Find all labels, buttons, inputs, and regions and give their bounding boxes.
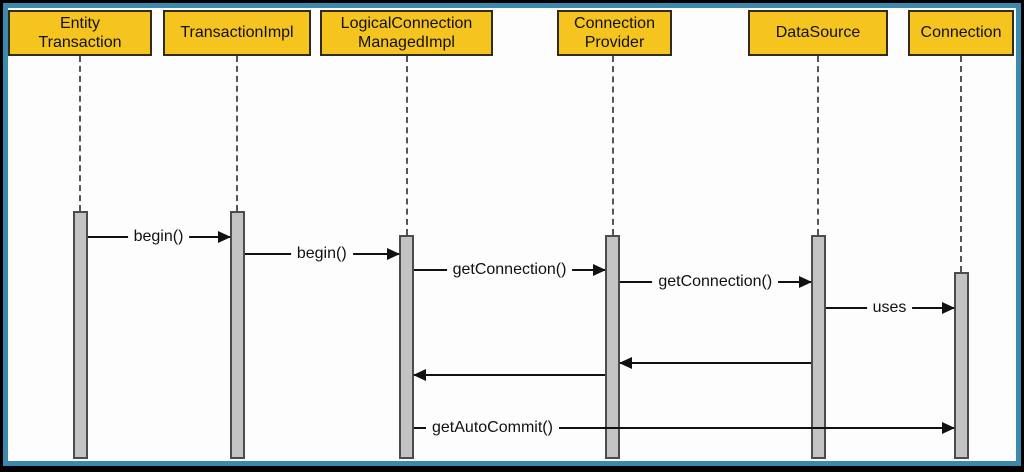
message-label: getAutoCommit() bbox=[426, 419, 559, 437]
message-line bbox=[620, 362, 811, 364]
activation-bar bbox=[810, 235, 826, 459]
activation-bar bbox=[953, 272, 969, 459]
participant-label: TransactionImpl bbox=[180, 24, 294, 42]
activation-bar bbox=[605, 235, 620, 459]
activation-bar bbox=[399, 235, 414, 459]
message-return-arrow bbox=[619, 357, 811, 369]
arrowhead-icon bbox=[413, 369, 426, 381]
participant-box: Entity Transaction bbox=[8, 10, 152, 56]
message-label: getConnection() bbox=[446, 261, 573, 279]
lifeline bbox=[405, 56, 408, 235]
message-call-arrow: getAutoCommit() bbox=[414, 419, 955, 437]
message-call-arrow: begin() bbox=[87, 228, 231, 246]
message-label: begin() bbox=[127, 228, 190, 246]
participant-box: DataSource bbox=[748, 10, 888, 56]
lifeline bbox=[236, 56, 238, 211]
activation-bar bbox=[72, 211, 88, 459]
participant-box: LogicalConnection ManagedImpl bbox=[320, 10, 493, 56]
lifeline bbox=[817, 56, 819, 235]
participant-label: Connection bbox=[920, 24, 1002, 42]
message-line bbox=[414, 427, 954, 429]
arrowhead-icon bbox=[387, 248, 400, 260]
lifeline bbox=[611, 56, 614, 235]
message-call-arrow: getConnection() bbox=[414, 261, 606, 279]
message-return-arrow bbox=[413, 369, 605, 381]
message-call-arrow: uses bbox=[825, 299, 955, 317]
participant-label: Connection Provider bbox=[574, 14, 655, 51]
message-label: getConnection() bbox=[652, 273, 779, 291]
message-label: uses bbox=[866, 299, 913, 317]
message-label: begin() bbox=[290, 245, 353, 263]
arrowhead-icon bbox=[619, 357, 632, 369]
lifeline bbox=[79, 56, 81, 211]
participant-box: Connection bbox=[908, 10, 1014, 56]
arrowhead-icon bbox=[593, 264, 606, 276]
message-call-arrow: begin() bbox=[244, 245, 400, 263]
message-call-arrow: getConnection() bbox=[620, 273, 812, 291]
participant-label: LogicalConnection ManagedImpl bbox=[340, 14, 473, 51]
participant-box: Connection Provider bbox=[557, 10, 672, 56]
arrowhead-icon bbox=[798, 276, 812, 288]
arrowhead-icon bbox=[941, 422, 955, 434]
activation-bar bbox=[229, 211, 245, 459]
message-line bbox=[414, 374, 605, 376]
lifeline bbox=[960, 56, 962, 272]
arrowhead-icon bbox=[217, 231, 231, 243]
participant-box: TransactionImpl bbox=[163, 10, 311, 56]
arrowhead-icon bbox=[941, 302, 955, 314]
participant-label: Entity Transaction bbox=[38, 14, 122, 51]
participant-label: DataSource bbox=[775, 24, 861, 42]
